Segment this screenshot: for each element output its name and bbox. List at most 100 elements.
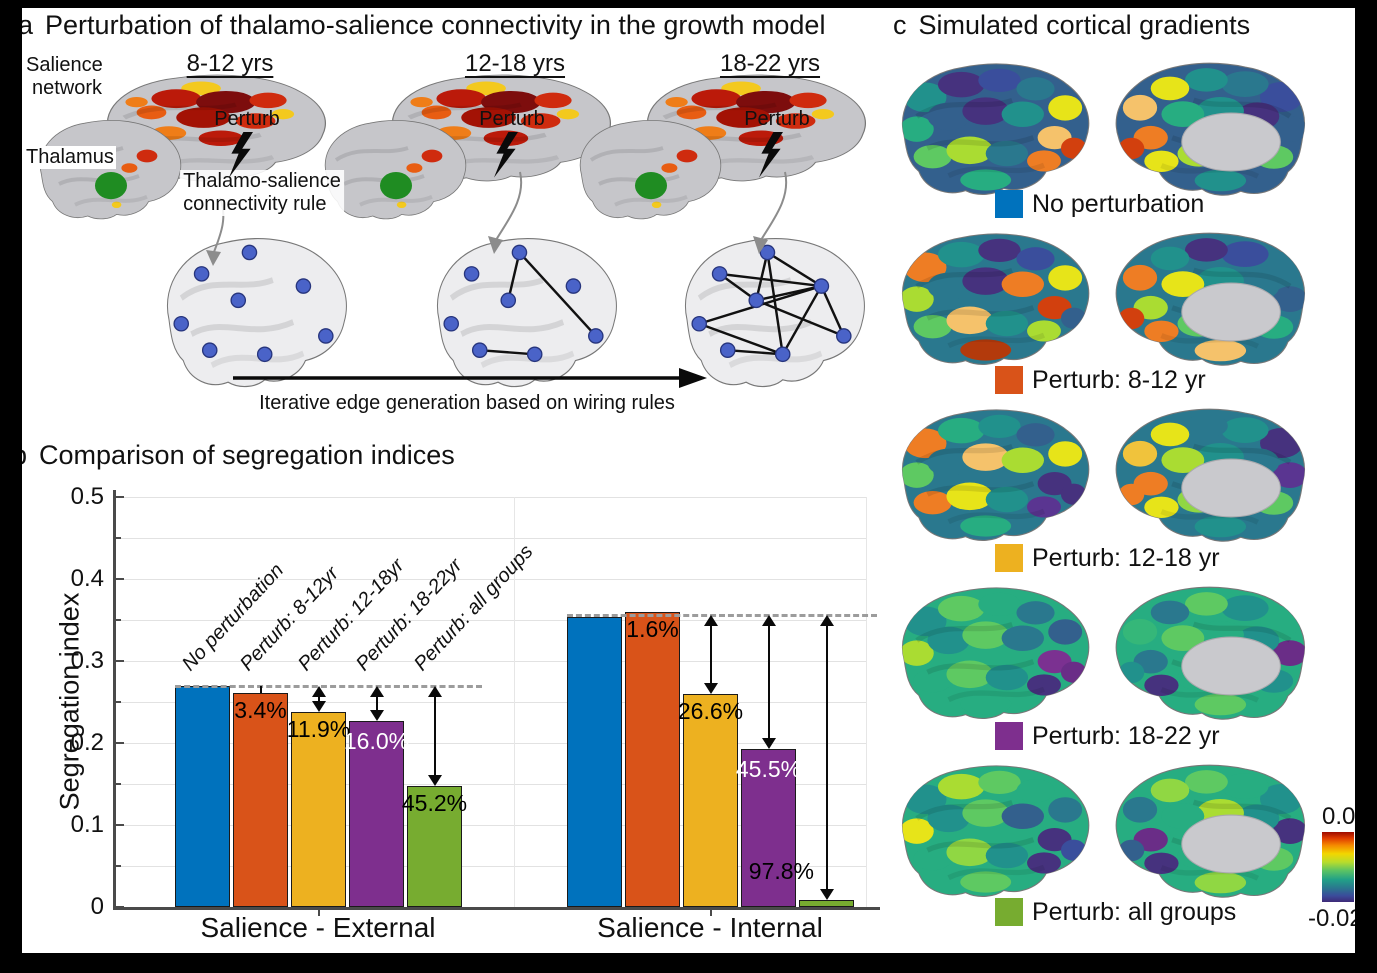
- bar: [799, 900, 854, 907]
- arrow-shaft: [375, 694, 378, 712]
- wiring-brain-stage-3: [668, 226, 873, 394]
- lightning-bolt-icon: [756, 132, 786, 180]
- bar: [625, 611, 680, 907]
- panel-a-title-text: Perturbation of thalamo-salience connect…: [45, 10, 826, 40]
- pct-label: 3.4%: [234, 696, 287, 723]
- grid-line: [115, 538, 866, 539]
- pct-label: 97.8%: [748, 858, 814, 884]
- panel-c-title-text: Simulated cortical gradients: [918, 10, 1251, 40]
- gradient-brain-lateral-2: [885, 222, 1097, 372]
- gradient-brain-medial-4: [1106, 576, 1324, 726]
- colorbar-min-label: -0.02: [1308, 905, 1363, 932]
- bar: [683, 693, 738, 907]
- arrow-head-down: [819, 889, 834, 901]
- grid-line: [115, 620, 866, 621]
- frame-right: [1355, 0, 1377, 973]
- lightning-bolt-icon: [491, 132, 521, 180]
- arrow-head-down: [427, 774, 442, 786]
- bar: [175, 685, 230, 907]
- y-tick-mark: [115, 906, 124, 908]
- orange-tick: [259, 685, 262, 693]
- grid-line: [115, 825, 866, 826]
- pct-label: 11.9%: [286, 715, 351, 742]
- legend-swatch: [995, 722, 1023, 750]
- age-group-header: 12-18 yrs: [464, 50, 566, 77]
- arrow-head-up: [703, 614, 718, 626]
- x-tick-mark: [710, 909, 712, 916]
- pct-label: 16.0%: [343, 727, 410, 754]
- x-category-label: Salience - Internal: [597, 912, 823, 943]
- gradient-brain-medial-2: [1106, 222, 1324, 372]
- salience-brain-pair-3: [565, 66, 875, 236]
- wiring-brain-stage-1: [150, 226, 355, 394]
- y-minor-tick-mark: [115, 619, 121, 621]
- arrow-shaft: [825, 623, 828, 892]
- y-axis-label: Segregation index: [54, 592, 85, 811]
- arrow-head-down: [761, 737, 776, 749]
- age-group-header: 18-22 yrs: [719, 50, 821, 77]
- gradient-brain-lateral-3: [885, 398, 1097, 548]
- y-tick-mark: [115, 742, 124, 744]
- gradient-brain-medial-3: [1106, 398, 1324, 548]
- baseline-dashed: [567, 613, 877, 617]
- x-tick-mark: [318, 909, 320, 916]
- arrow-head-down: [311, 700, 326, 712]
- iterative-edge-arrow: [231, 366, 709, 390]
- perturb-label: Perturb: [214, 108, 280, 130]
- pct-label: 45.2%: [401, 789, 468, 816]
- bar: [407, 785, 462, 907]
- frame-left: [0, 0, 22, 973]
- baseline-dashed: [175, 684, 482, 688]
- legend-swatch: [995, 190, 1023, 218]
- grid-line: [115, 743, 866, 744]
- connectivity-rule-label: Thalamo-salience connectivity rule: [180, 170, 344, 216]
- legend-swatch: [995, 366, 1023, 394]
- grid-line: [115, 866, 866, 867]
- bar: [741, 748, 796, 907]
- bar: [567, 616, 622, 907]
- y-tick-label: 0.1: [70, 811, 104, 838]
- grid-line-vertical: [514, 497, 515, 907]
- frame-top: [0, 0, 1377, 8]
- pct-label: 26.6%: [677, 697, 744, 724]
- arrow-shaft: [317, 694, 320, 703]
- y-tick-label: 0.5: [70, 483, 104, 510]
- y-minor-tick-mark: [115, 537, 121, 539]
- legend-label: Perturb: all groups: [1032, 898, 1237, 926]
- gradient-brain-lateral-1: [885, 52, 1097, 202]
- y-tick-mark: [115, 660, 124, 662]
- wiring-brain-stage-2: [420, 226, 625, 394]
- bar: [349, 720, 404, 907]
- y-minor-tick-mark: [115, 783, 121, 785]
- y-tick-mark: [115, 578, 124, 580]
- gradient-brain-medial-5: [1106, 754, 1324, 904]
- bar: [233, 692, 288, 907]
- grid-line-right-edge: [866, 497, 867, 907]
- grid-line: [115, 579, 866, 580]
- gradient-brain-lateral-4: [885, 576, 1097, 726]
- perturb-arrow-2: [468, 168, 538, 260]
- perturb-arrow-3: [733, 168, 803, 260]
- thalamus-label: Thalamus: [24, 146, 116, 169]
- legend-label: Perturb: 8-12 yr: [1032, 366, 1206, 394]
- colorbar: [1322, 832, 1354, 902]
- arrow-head-up: [369, 685, 384, 697]
- grid-line: [115, 661, 866, 662]
- pct-label: 1.6%: [626, 615, 679, 642]
- pct-label: 45.5%: [735, 755, 802, 782]
- frame-bottom: [0, 953, 1377, 973]
- gradient-brain-medial-1: [1106, 52, 1324, 202]
- arrow-head-up: [311, 685, 326, 697]
- age-group-header: 8-12 yrs: [186, 50, 274, 77]
- gradient-brain-lateral-5: [885, 754, 1097, 904]
- bar: [291, 711, 346, 907]
- salience-network-label: Salience network: [24, 54, 105, 100]
- x-axis-spine: [113, 907, 880, 910]
- perturb-label: Perturb: [479, 108, 545, 130]
- y-tick-label: 0: [90, 893, 104, 920]
- panel-b-title-text: Comparison of segregation indices: [39, 440, 455, 470]
- legend-label: Perturb: 12-18 yr: [1032, 544, 1220, 572]
- y-axis-spine: [113, 490, 116, 909]
